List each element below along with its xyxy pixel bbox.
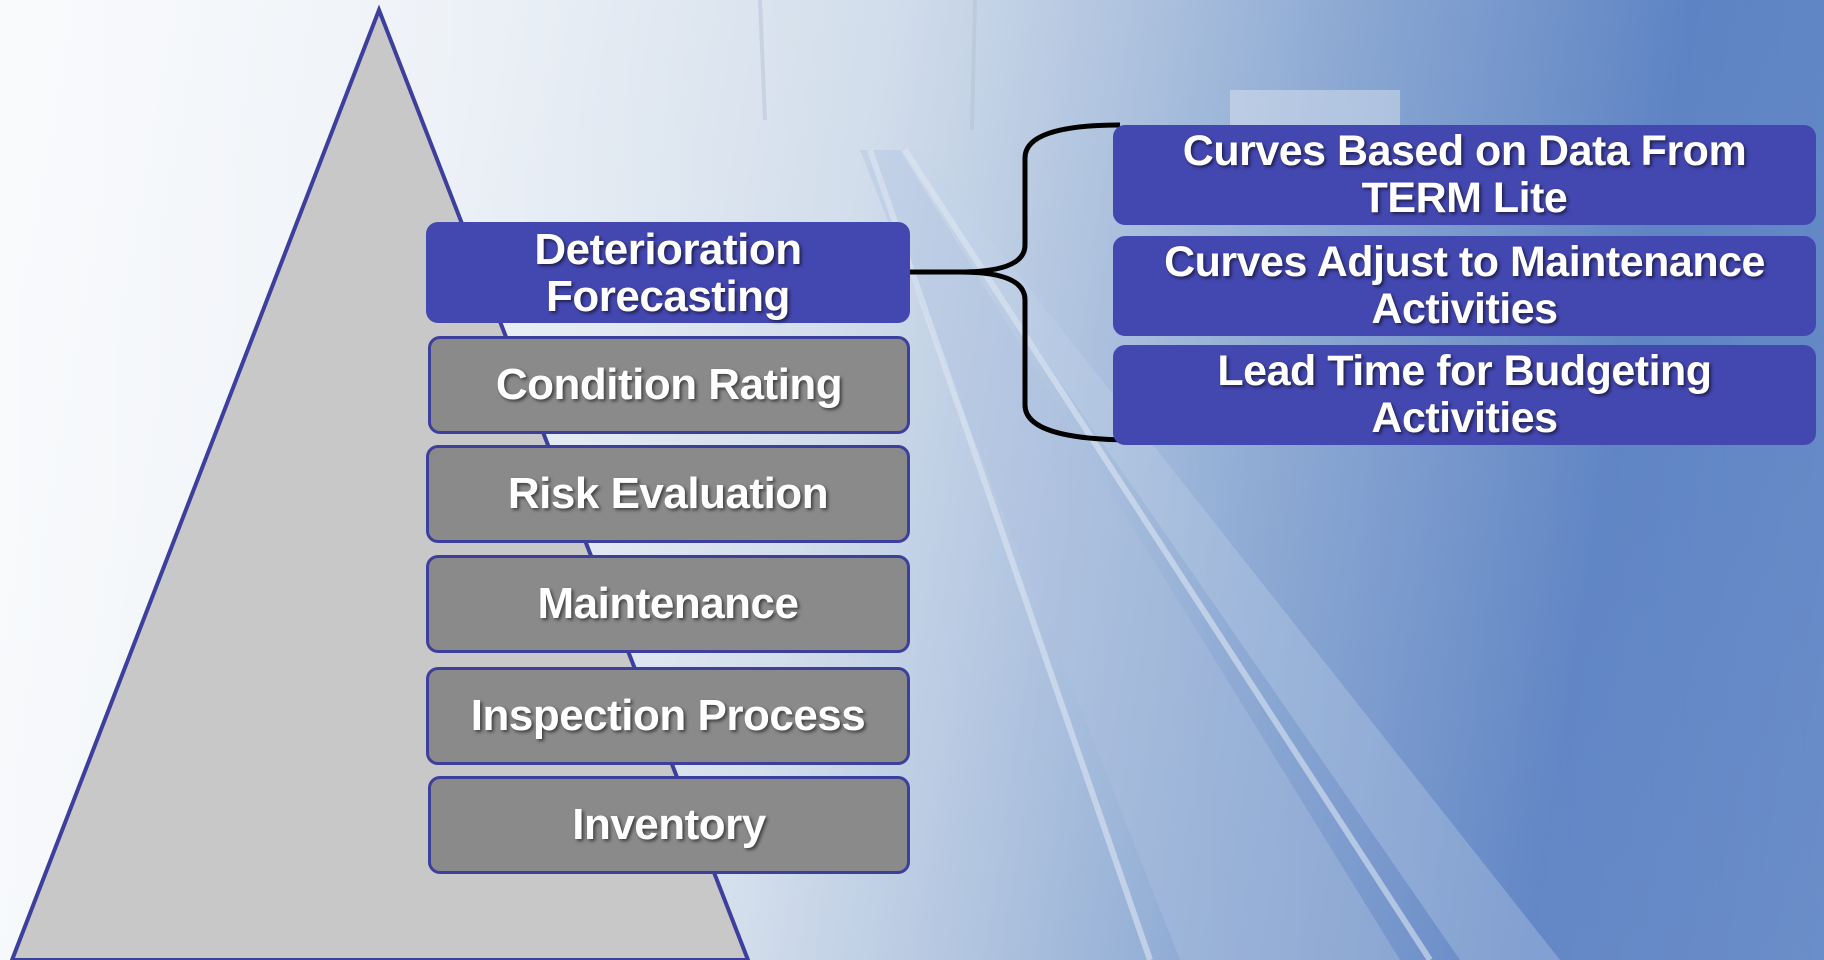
detail-curves-maintenance[interactable]: Curves Adjust to Maintenance Activities (1113, 236, 1816, 336)
detail-curves-term-lite[interactable]: Curves Based on Data From TERM Lite (1113, 125, 1816, 225)
detail-label: Curves Adjust to Maintenance (1164, 238, 1765, 286)
level-inspection-process[interactable]: Inspection Process (426, 667, 910, 765)
level-label: Inventory (572, 800, 766, 849)
level-label: Condition Rating (495, 360, 843, 409)
detail-lead-time[interactable]: Lead Time for Budgeting Activities (1113, 345, 1816, 445)
level-label: Maintenance (537, 579, 799, 628)
level-maintenance[interactable]: Maintenance (426, 555, 910, 653)
detail-label: Curves Based on Data From (1182, 127, 1747, 175)
level-deterioration-forecasting[interactable]: Deterioration Forecasting (426, 222, 910, 323)
level-label: Forecasting (546, 271, 790, 321)
detail-label: Lead Time for Budgeting (1217, 347, 1712, 395)
level-label: Inspection Process (470, 691, 866, 740)
detail-label: Activities (1371, 394, 1558, 442)
level-inventory[interactable]: Inventory (428, 776, 910, 874)
level-condition-rating[interactable]: Condition Rating (428, 336, 910, 434)
level-label: Deterioration (534, 224, 802, 274)
detail-label: TERM Lite (1361, 174, 1568, 222)
detail-label: Activities (1371, 285, 1558, 333)
level-risk-evaluation[interactable]: Risk Evaluation (426, 445, 910, 543)
level-label: Risk Evaluation (507, 469, 829, 518)
